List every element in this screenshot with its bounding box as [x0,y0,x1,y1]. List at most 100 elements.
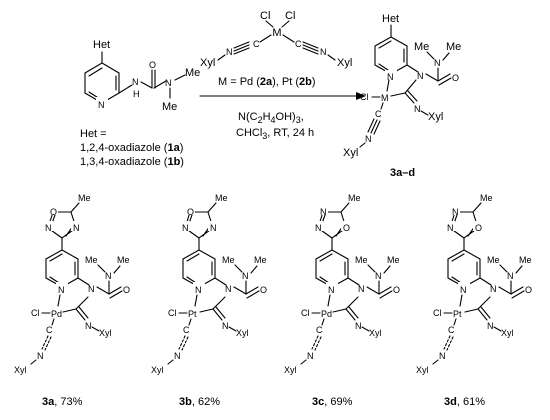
bond [246,290,260,299]
bond [425,73,439,82]
methyl-2: Me [254,255,267,265]
reagent-xyl-right: Xyl [337,57,352,69]
ring-methyl: Me [215,193,228,203]
pyridine-ring [315,249,349,288]
xyl-isocyanide: Xyl [14,365,27,375]
bond [234,264,243,273]
xyl-isocyanide: Xyl [151,365,164,375]
ring-atom-n: N [210,223,217,233]
ring-atom-o: O [187,207,194,217]
bond [265,20,274,28]
reagent-xyl-left: Xyl [200,57,215,69]
bond [510,286,524,295]
heterocycle-definition: Het = 1,2,4-oxadiazole (1a) 1,3,4-oxadia… [80,128,184,168]
metal-pt: Pt [188,309,197,319]
bond [404,79,417,94]
metal-reagent: Cl Cl M C N Xyl C N Xyl M = Pd (2a), Pt … [200,10,352,88]
n-pyridine: N [460,285,467,295]
bond [245,286,259,295]
product-yield: , 73% [54,396,82,408]
bond [109,290,123,299]
sm-n-amide: N [132,77,139,87]
bond [207,202,217,213]
bond [367,118,375,133]
starting-urea: Het N N H O N Me Me [84,39,200,113]
gp-het-label: Het [382,13,399,25]
xyl-imine: Xyl [236,328,249,338]
bond [378,286,392,295]
chloride: Cl [168,308,177,318]
metal-pd: Pd [321,309,332,319]
reagent-c-right: C [295,39,302,49]
carbonyl-o: O [393,285,400,295]
bond [228,326,237,332]
n-amine: N [375,271,382,281]
n-isocyanide: N [37,351,44,361]
bond [499,264,508,273]
reaction-arrow [199,92,366,100]
bond [217,54,226,61]
methyl-1: Me [85,255,98,265]
bond [367,264,376,273]
reagent-c-left: C [253,39,260,49]
gp-carbonyl-o: O [452,73,459,83]
pyridine-ring [182,249,216,288]
n-amine: N [507,271,514,281]
sm-carbonyl-o: O [149,60,156,70]
gp-n-amine: N [434,58,441,68]
bond [91,326,100,332]
n-amine: N [242,271,249,281]
bond [379,290,393,299]
bond [383,265,391,274]
chloride: Cl [301,308,310,318]
chloride: Cl [31,308,40,318]
bond [345,308,356,321]
bond [188,318,192,326]
bond [212,308,223,321]
bond [49,253,63,262]
product-yield: , 62% [192,396,220,408]
bond [432,359,439,365]
bond [477,308,488,321]
bond [212,296,226,310]
solvent-conditions: CHCl3, RT, 24 h [236,127,314,141]
c-isocyanide: C [183,325,190,335]
bond [186,253,200,262]
xyl-isocyanide: Xyl [416,365,429,375]
n-amine: N [105,271,112,281]
bond [97,264,106,273]
chloride: Cl [433,308,442,318]
bond [314,336,322,351]
xyl-imine: Xyl [99,328,112,338]
methyl-2: Me [117,255,130,265]
n-imine: N [355,321,362,331]
bond [407,90,418,102]
bond [250,265,258,274]
bond [282,34,295,43]
metal-definition: M = Pd (2a), Pt (2b) [218,76,316,88]
bond [233,44,250,52]
gp-xyl-isocyanide: Xyl [343,147,358,159]
bond [181,336,189,351]
ring-atom-n: N [45,223,52,233]
product-caption: 3b, 62% [179,396,220,408]
bond [70,202,80,213]
bond [332,308,347,313]
bond [373,120,381,135]
ring-atom-n: N [73,223,80,233]
n-imine: N [487,321,494,331]
bond [167,359,174,365]
bond [480,306,491,319]
gp-c-isocyanide: C [375,109,382,119]
methyl-1: Me [487,255,500,265]
bond [108,286,122,295]
bond [479,277,492,286]
product-code: 3c [312,396,324,408]
bond [302,47,319,55]
n-imine: N [222,321,229,331]
bond [327,54,336,61]
product-caption: 3d, 61% [444,396,485,408]
bond [366,286,380,295]
